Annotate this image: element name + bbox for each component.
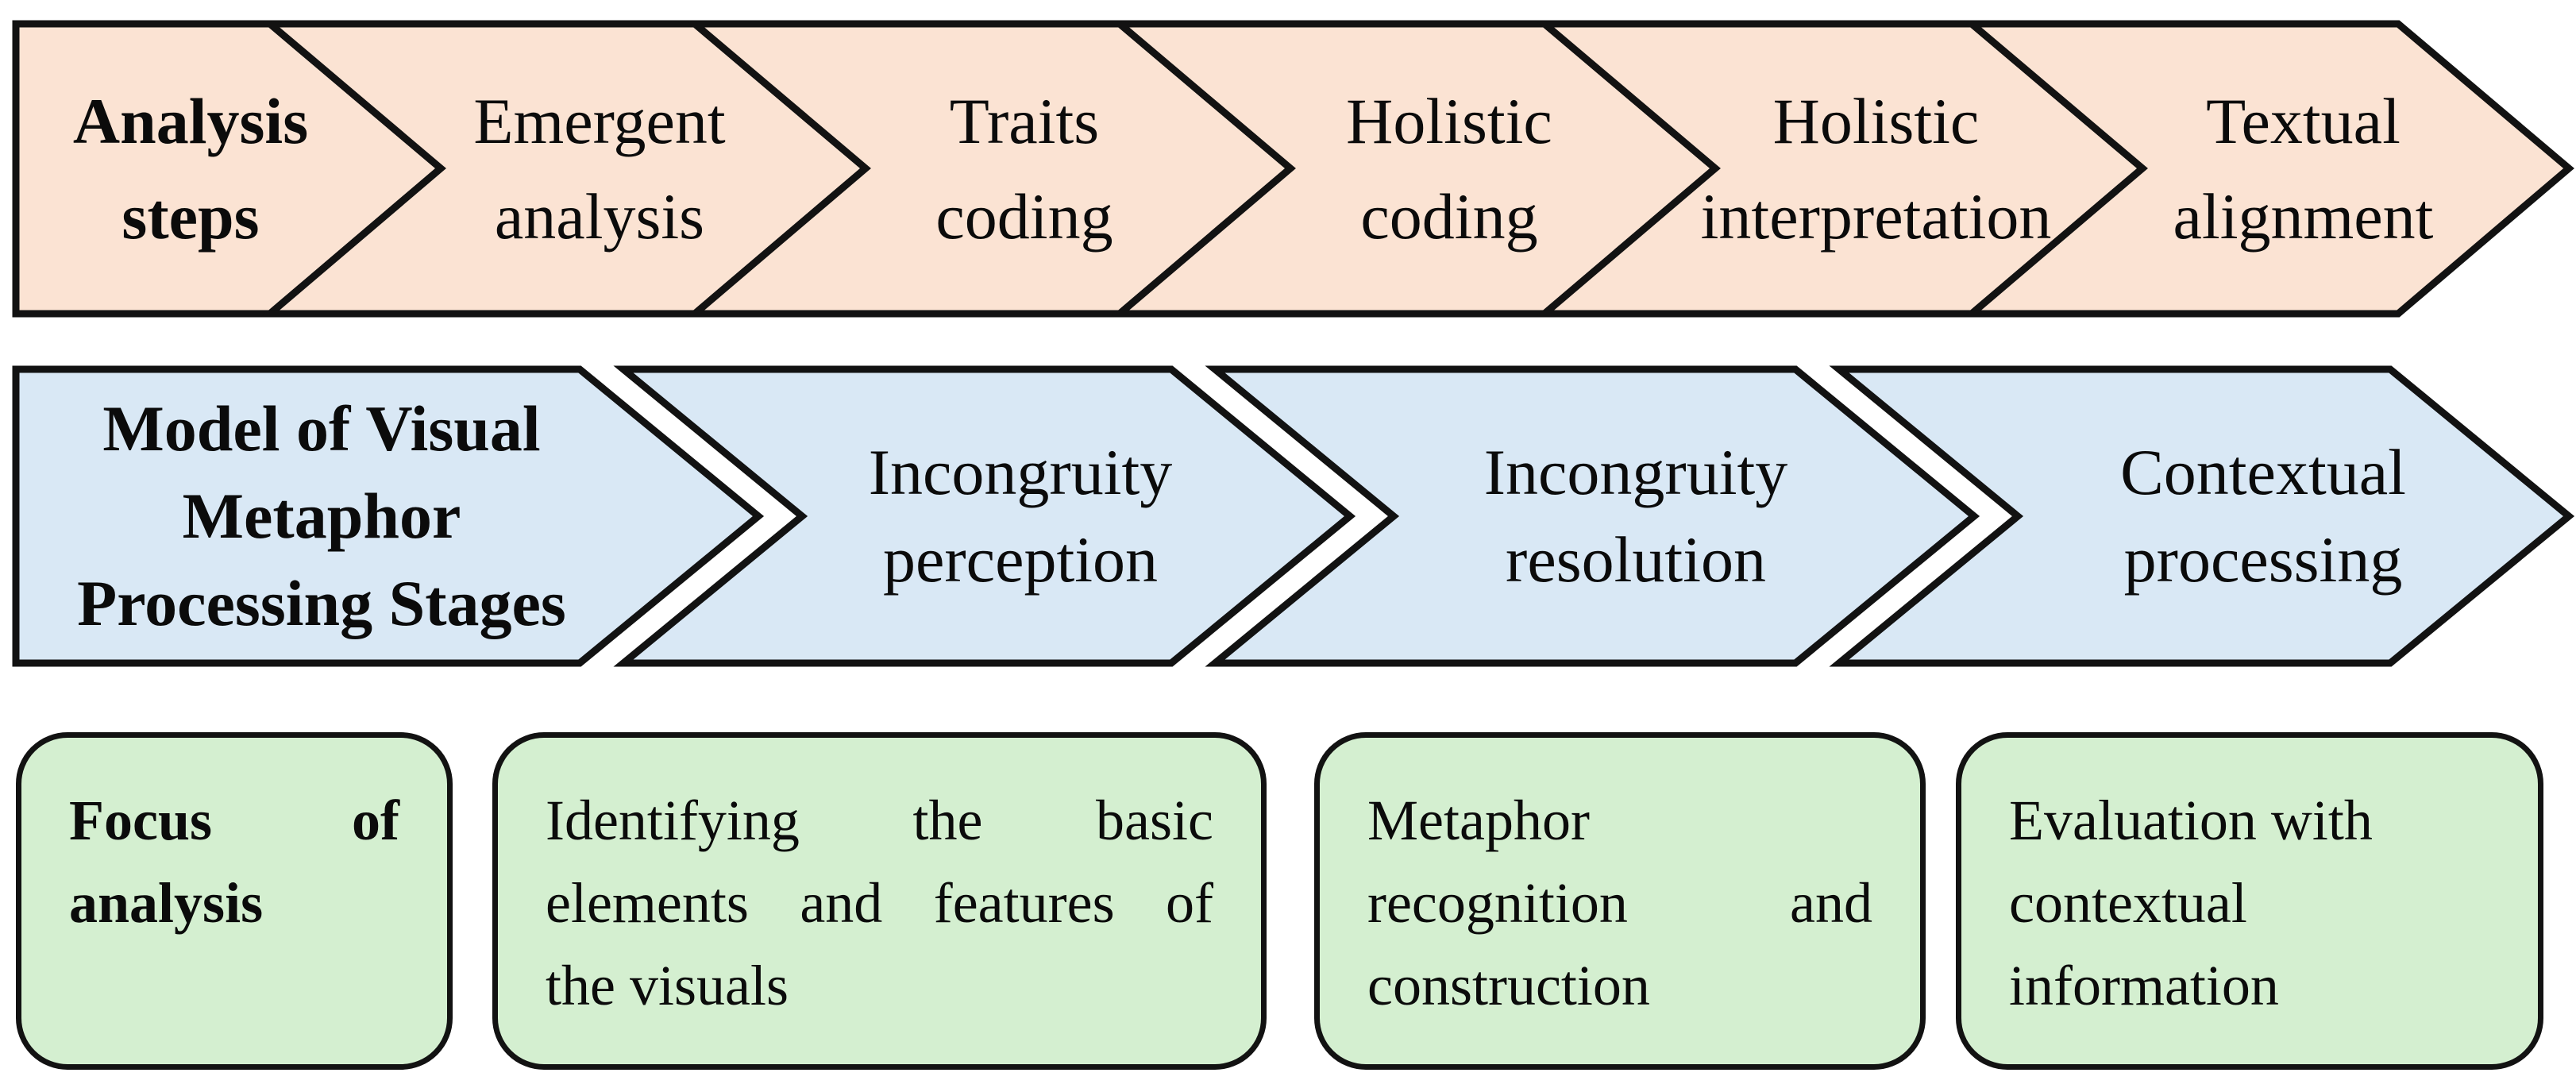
focus-box-identifying-basic-elements: Identifying the basic elements and featu… bbox=[492, 732, 1267, 1070]
label-line: Processing Stages bbox=[77, 567, 566, 639]
label-holistic-coding: Holistic coding bbox=[1203, 24, 1695, 314]
label-holistic-interpretation: Holistic interpretation bbox=[1628, 24, 2124, 314]
box-line: Evaluation with bbox=[2009, 789, 2373, 852]
label-line: coding bbox=[1360, 179, 1538, 253]
label-incongruity-perception: Incongruity perception bbox=[778, 369, 1263, 663]
label-line: alignment bbox=[2173, 179, 2434, 253]
box-line: elements and features of bbox=[546, 871, 1213, 935]
label-line: Contextual bbox=[2120, 436, 2406, 508]
box-line: information bbox=[2009, 954, 2279, 1017]
chevron-contextual-processing bbox=[1829, 365, 2575, 667]
box-line: the visuals bbox=[546, 954, 789, 1017]
box-line: construction bbox=[1367, 954, 1650, 1017]
label-line: coding bbox=[935, 179, 1113, 253]
label-line: Holistic bbox=[1772, 84, 1980, 157]
box-line: Metaphor bbox=[1367, 789, 1590, 852]
box-line: analysis bbox=[69, 871, 264, 935]
label-line: interpretation bbox=[1700, 179, 2052, 253]
label-line: analysis bbox=[494, 179, 705, 253]
box-line: Focus of bbox=[69, 789, 399, 852]
label-textual-alignment: Textual alignment bbox=[2055, 24, 2551, 314]
label-incongruity-resolution: Incongruity resolution bbox=[1370, 369, 1902, 663]
label-line: Model of Visual bbox=[102, 392, 541, 465]
chevron-incongruity-perception bbox=[613, 365, 1356, 667]
box-line: contextual bbox=[2009, 871, 2247, 935]
chevron-incongruity-resolution bbox=[1205, 365, 1980, 667]
chevron-textual-alignment bbox=[1961, 20, 2574, 318]
focus-box-evaluation-contextual: Evaluation with contextual information bbox=[1956, 732, 2543, 1070]
label-contextual-processing: Contextual processing bbox=[2033, 369, 2493, 663]
label-line: Traits bbox=[949, 84, 1100, 157]
label-line: Emergent bbox=[473, 84, 726, 157]
chevron-model-of-visual-metaphor bbox=[12, 365, 765, 667]
label-traits-coding: Traits coding bbox=[778, 24, 1271, 314]
label-line: Incongruity bbox=[868, 436, 1173, 508]
label-emergent-analysis: Emergent analysis bbox=[353, 24, 846, 314]
label-line: resolution bbox=[1506, 523, 1766, 596]
label-line: processing bbox=[2123, 523, 2403, 596]
label-line: Incongruity bbox=[1483, 436, 1788, 508]
box-line: Identifying the basic bbox=[546, 789, 1213, 852]
label-line: Holistic bbox=[1346, 84, 1552, 157]
label-line: Analysis bbox=[72, 84, 309, 157]
label-line: perception bbox=[882, 523, 1159, 596]
focus-box-metaphor-recognition: Metaphor recognition and construction bbox=[1314, 732, 1926, 1070]
label-analysis-steps: Analysis steps bbox=[16, 24, 365, 314]
focus-box-focus-of-analysis: Focus of analysis bbox=[16, 732, 453, 1070]
label-line: Textual bbox=[2206, 84, 2401, 157]
label-model-of-visual-metaphor: Model of Visual Metaphor Processing Stag… bbox=[16, 369, 627, 663]
label-line: Metaphor bbox=[182, 480, 461, 552]
label-line: steps bbox=[121, 179, 260, 253]
box-line: recognition and bbox=[1367, 871, 1872, 935]
